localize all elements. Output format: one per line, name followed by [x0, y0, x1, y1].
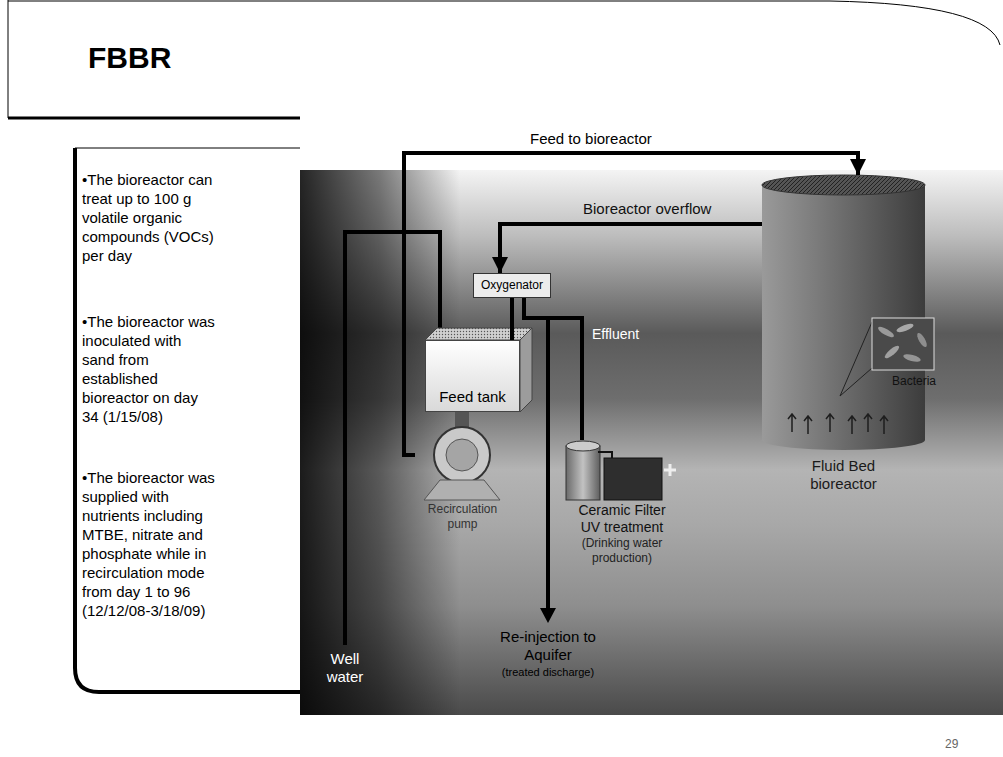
- bioreactor-body: [762, 185, 925, 440]
- flow-arrows: [788, 414, 888, 434]
- well-water-pipe: [345, 232, 440, 645]
- pump-shaft: [455, 412, 469, 427]
- bioreactor-bottom: [762, 430, 925, 450]
- pump-rotor: [446, 439, 478, 471]
- ceramic-filter-top: [566, 441, 600, 451]
- recirculation-pump: Recirculation pump: [415, 425, 510, 531]
- bacterium: [903, 353, 922, 363]
- inset-leader: [840, 322, 872, 396]
- uv-unit: [604, 458, 662, 500]
- header-rule: [8, 117, 300, 120]
- bacterium: [915, 332, 928, 349]
- source-label: Well water: [318, 650, 372, 687]
- label-holder: Well water: [318, 650, 372, 687]
- feed-tank: Feed tank: [425, 340, 520, 412]
- node-text: Oxygenator: [481, 278, 543, 293]
- header-border: [8, 1, 830, 2]
- label-holder: •The bioreactor was supplied with nutrie…: [82, 468, 217, 620]
- pipe-connector: [524, 298, 582, 440]
- discharge-label: Re-injection to Aquifer: [488, 628, 608, 665]
- edge-label-holder: Bioreactor overflow: [583, 200, 711, 218]
- bullet-note: •The bioreactor can treat up to 100 g vo…: [82, 170, 217, 265]
- bacterium: [877, 325, 896, 339]
- title-holder: FBBR: [88, 40, 171, 77]
- pipe-label: Bioreactor overflow: [583, 200, 711, 218]
- node-text: Recirculation pump: [424, 502, 502, 531]
- fluid-bed-bioreactor: Fluid Bed bioreactor: [762, 175, 925, 494]
- reinjection-pipe: [546, 318, 550, 610]
- label-holder: •The bioreactor was inoculated with sand…: [82, 312, 217, 426]
- bioreactor-top: [762, 175, 925, 195]
- pipe-connector: [510, 298, 514, 340]
- edge-label-holder: Feed to bioreactor: [530, 130, 652, 148]
- header-border: [8, 0, 9, 118]
- oxygenator-box: Oxygenator: [473, 273, 551, 298]
- discharge-note: (treated discharge): [478, 666, 618, 679]
- label-holder: (treated discharge): [478, 666, 618, 679]
- page-number: 29: [945, 737, 958, 752]
- pipe-connector: [404, 153, 858, 455]
- pump-housing: [434, 427, 490, 483]
- reinjection-arrowhead: [540, 608, 556, 623]
- plus-symbol: [664, 464, 676, 476]
- node-text: Fluid Bed bioreactor: [794, 457, 894, 494]
- pipe-label: Feed to bioreactor: [530, 130, 652, 148]
- node-text: Feed tank: [439, 388, 506, 406]
- ceramic-filter: [566, 446, 600, 500]
- bacterium: [896, 322, 915, 334]
- filter-unit: Ceramic Filter UV treatment(Drinking wat…: [558, 440, 686, 565]
- tank-top-face: [425, 328, 532, 340]
- filter-pipe: [598, 452, 612, 458]
- bacteria-inset: [872, 318, 934, 370]
- inset-label: Bacteria: [892, 374, 936, 389]
- bullet-note: •The bioreactor was supplied with nutrie…: [82, 468, 217, 620]
- node-text: (Drinking water production): [572, 536, 672, 565]
- label-holder: Re-injection to Aquifer: [488, 628, 608, 665]
- label-holder: Bacteria: [892, 374, 936, 389]
- panel-rule: [75, 148, 300, 149]
- pipe-connector: [500, 224, 762, 273]
- header-curve: [830, 1, 1000, 45]
- slide-title: FBBR: [88, 40, 171, 77]
- node-text: Ceramic Filter UV treatment: [572, 502, 672, 536]
- pipe-label: Effluent: [592, 326, 639, 343]
- tank-side-face: [520, 328, 532, 412]
- edge-label-holder: Effluent: [592, 326, 639, 343]
- panel-bracket: [75, 148, 300, 692]
- pump-base: [424, 480, 500, 500]
- bullet-note: •The bioreactor was inoculated with sand…: [82, 312, 217, 426]
- label-holder: 29: [945, 737, 958, 752]
- bacterium: [883, 344, 901, 360]
- label-holder: •The bioreactor can treat up to 100 g vo…: [82, 170, 217, 265]
